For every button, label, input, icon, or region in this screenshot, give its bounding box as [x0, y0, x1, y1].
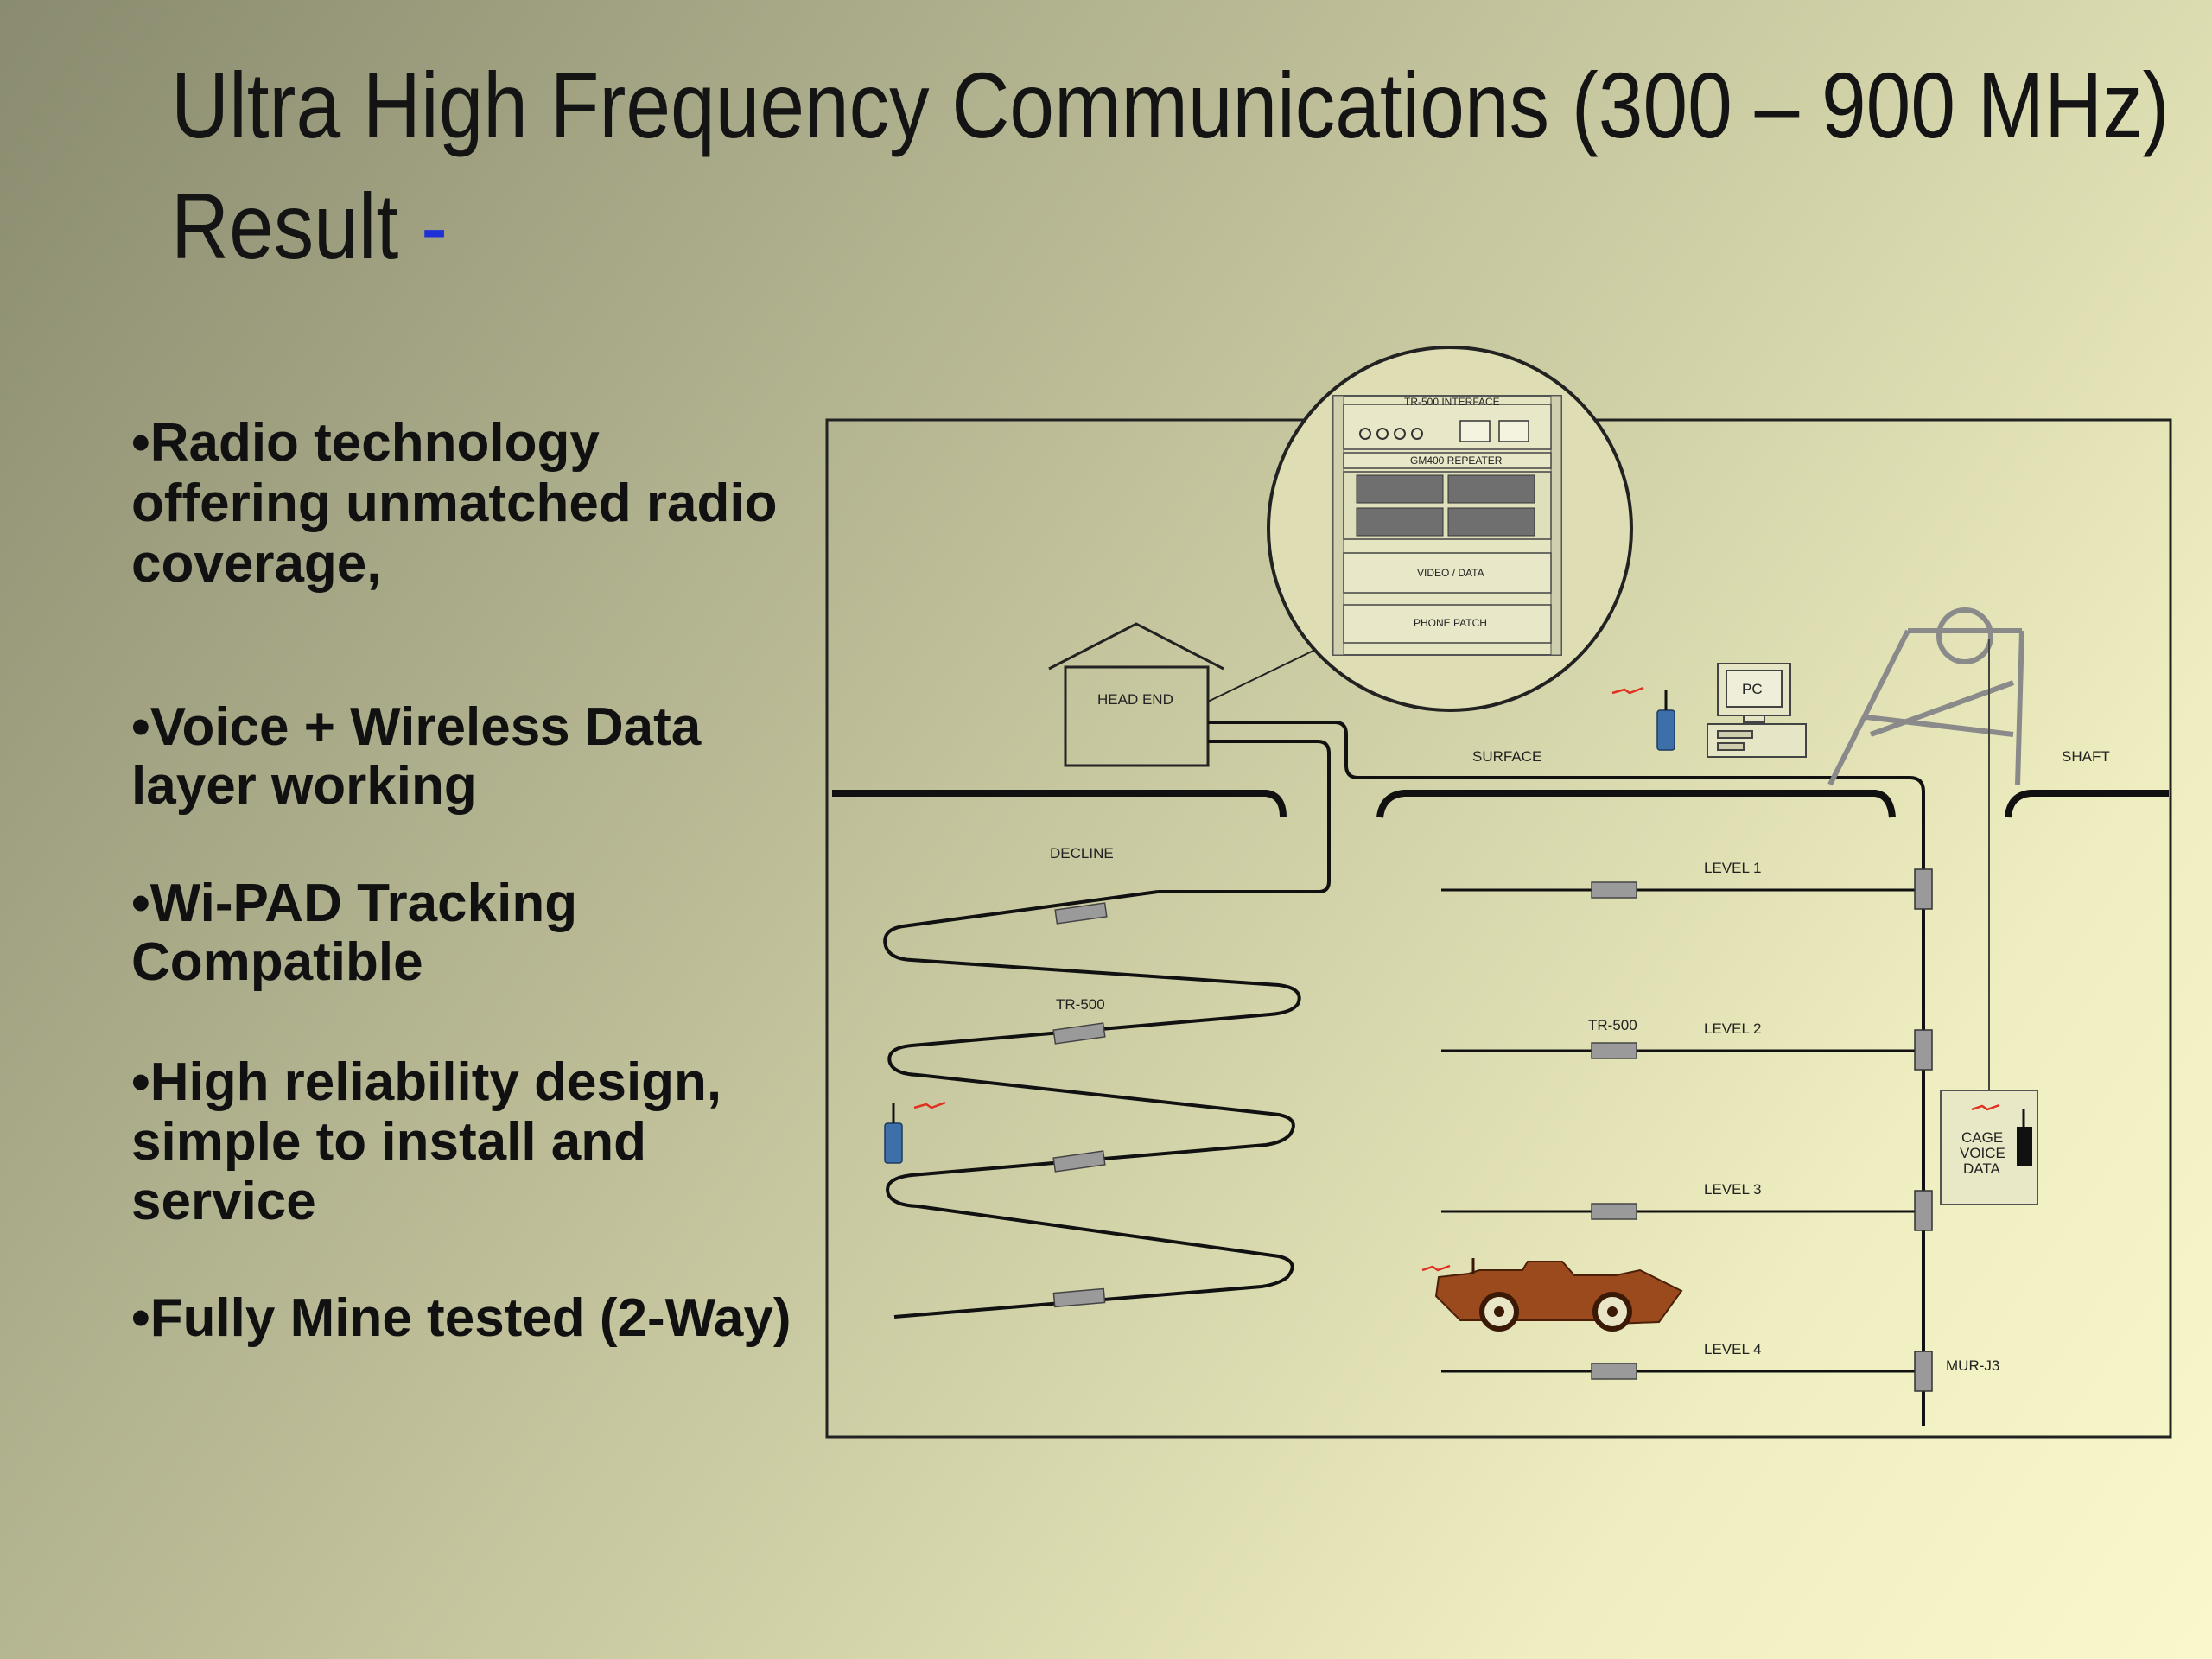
tr500-decline-label: TR-500	[1056, 996, 1105, 1013]
bullet-mine-tested: •Fully Mine tested (2-Way)	[131, 1288, 840, 1349]
bullet-line: service	[131, 1172, 316, 1231]
title-result: Result	[171, 174, 399, 278]
bullet-line: Compatible	[131, 932, 423, 992]
bullet-reliability: •High reliability design, simple to inst…	[131, 1052, 840, 1231]
mur-j3-label: MUR-J3	[1946, 1357, 1999, 1374]
shaft-label: SHAFT	[2062, 748, 2110, 765]
rack-video-data-label: VIDEO / DATA	[1417, 567, 1484, 579]
rack-callout-line	[1207, 649, 1316, 702]
rack-phone-patch-label: PHONE PATCH	[1414, 617, 1487, 629]
bullet-voice-data: •Voice + Wireless Data layer working	[131, 698, 840, 816]
headframe	[1827, 607, 2024, 786]
bullet-line: layer working	[131, 756, 477, 816]
decline-amplifiers	[1052, 902, 1108, 1308]
level-3-label: LEVEL 3	[1704, 1181, 1761, 1198]
pc-label: PC	[1742, 681, 1763, 697]
title-line-1: Ultra High Frequency Communications (300…	[171, 53, 2170, 157]
level-amplifiers	[1591, 881, 1637, 1380]
decline-cable	[883, 890, 1301, 1319]
rack-tr500-interface-label: TR-500 INTERFACE	[1404, 396, 1500, 408]
surface-handheld-radio-icon	[1611, 686, 1675, 751]
rack-gm400-repeater-label: GM400 REPEATER	[1410, 454, 1503, 467]
bullet-line: •Radio technology	[131, 413, 600, 473]
decline-handheld-radio-icon	[884, 1101, 946, 1164]
bullet-list: •Radio technology offering unmatched rad…	[131, 413, 840, 1349]
bullet-radio-technology: •Radio technology offering unmatched rad…	[131, 413, 840, 594]
equipment-rack-callout	[1267, 346, 1633, 712]
pc-workstation	[1707, 663, 1807, 758]
head-end-label: HEAD END	[1097, 691, 1173, 708]
bullet-line: coverage,	[131, 534, 382, 594]
bullet-line: •Fully Mine tested (2-Way)	[131, 1288, 791, 1348]
cage-box	[1940, 1090, 2038, 1205]
ground-surface	[832, 790, 2169, 818]
bullet-line: offering unmatched radio	[131, 474, 778, 533]
level-feeders	[1441, 888, 1916, 1373]
cage-label-2: VOICE	[1960, 1145, 2005, 1161]
bullet-line: •Voice + Wireless Data	[131, 697, 702, 757]
bullet-wipad: •Wi-PAD Tracking Compatible	[131, 874, 840, 992]
cage-label-3: DATA	[1963, 1160, 2000, 1177]
surface-cable	[1158, 721, 1925, 1426]
bullet-line: simple to install and	[131, 1112, 646, 1172]
bullet-line: •Wi-PAD Tracking	[131, 874, 578, 933]
head-end-building	[1048, 622, 1224, 767]
slide-title: Ultra High Frequency Communications (300…	[171, 45, 2170, 287]
decline-label: DECLINE	[1050, 845, 1114, 861]
title-line-2: Result -	[171, 166, 1903, 287]
level-2-label: LEVEL 2	[1704, 1020, 1761, 1037]
level-4-label: LEVEL 4	[1704, 1341, 1761, 1357]
bullet-line: •High reliability design,	[131, 1052, 722, 1112]
title-dash: -	[421, 174, 448, 278]
shaft-splitters	[1914, 868, 1933, 1392]
level-1-label: LEVEL 1	[1704, 860, 1761, 876]
surface-label: SURFACE	[1472, 748, 1541, 765]
underground-loader-icon	[1421, 1258, 1683, 1332]
cage-label-1: CAGE	[1961, 1129, 2003, 1146]
tr500-level-label: TR-500	[1588, 1017, 1637, 1033]
